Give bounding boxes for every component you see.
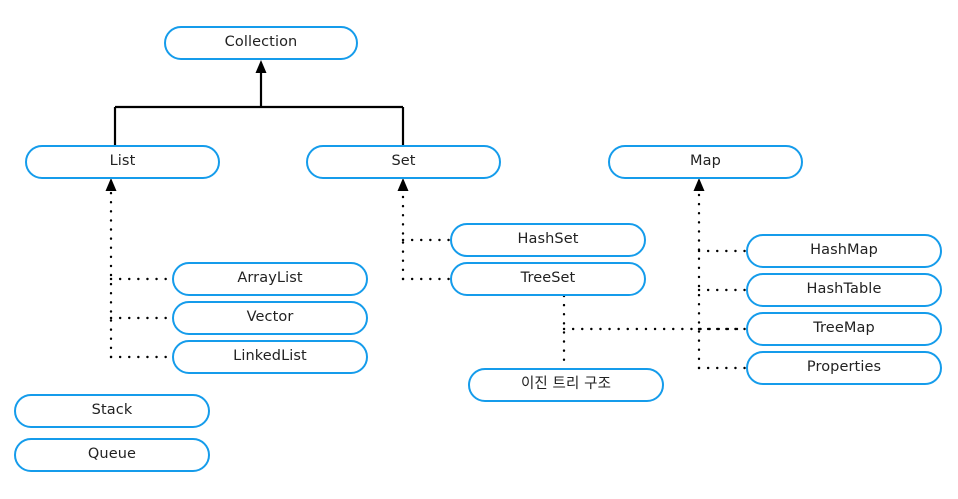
node-label-treemap: TreeMap — [813, 320, 875, 337]
node-queue[interactable]: Queue — [14, 438, 210, 472]
node-treemap[interactable]: TreeMap — [746, 312, 942, 346]
node-set[interactable]: Set — [306, 145, 501, 179]
node-map[interactable]: Map — [608, 145, 803, 179]
node-label-properties: Properties — [806, 359, 882, 376]
node-label-queue: Queue — [87, 446, 137, 463]
node-label-set: Set — [391, 153, 416, 170]
node-label-linkedlist: LinkedList — [233, 348, 307, 365]
node-label-binary-tree-note: 이진 트리 구조 — [520, 376, 612, 393]
node-stack[interactable]: Stack — [14, 394, 210, 428]
node-label-hashtable: HashTable — [806, 281, 882, 298]
node-binary-tree-note[interactable]: 이진 트리 구조 — [468, 368, 664, 402]
node-vector[interactable]: Vector — [172, 301, 368, 335]
node-arraylist[interactable]: ArrayList — [172, 262, 368, 296]
node-label-treeset: TreeSet — [520, 270, 576, 287]
node-label-vector: Vector — [246, 309, 294, 326]
node-properties[interactable]: Properties — [746, 351, 942, 385]
edge-list-implementations — [105, 178, 174, 359]
node-label-hashmap: HashMap — [810, 242, 878, 259]
node-label-map: Map — [690, 153, 721, 170]
node-label-collection: Collection — [224, 34, 298, 51]
node-collection[interactable]: Collection — [164, 26, 358, 60]
node-hashtable[interactable]: HashTable — [746, 273, 942, 307]
edge-collection-bus — [113, 60, 405, 146]
edge-set-implementations — [397, 178, 452, 281]
node-treeset[interactable]: TreeSet — [450, 262, 646, 296]
node-hashset[interactable]: HashSet — [450, 223, 646, 257]
node-label-stack: Stack — [91, 402, 133, 419]
node-list[interactable]: List — [25, 145, 220, 179]
node-label-hashset: HashSet — [517, 231, 579, 248]
node-linkedlist[interactable]: LinkedList — [172, 340, 368, 374]
node-label-list: List — [109, 153, 136, 170]
node-label-arraylist: ArrayList — [237, 270, 303, 287]
node-hashmap[interactable]: HashMap — [746, 234, 942, 268]
edge-treeset-notes — [562, 294, 748, 370]
edge-map-implementations — [693, 178, 748, 370]
